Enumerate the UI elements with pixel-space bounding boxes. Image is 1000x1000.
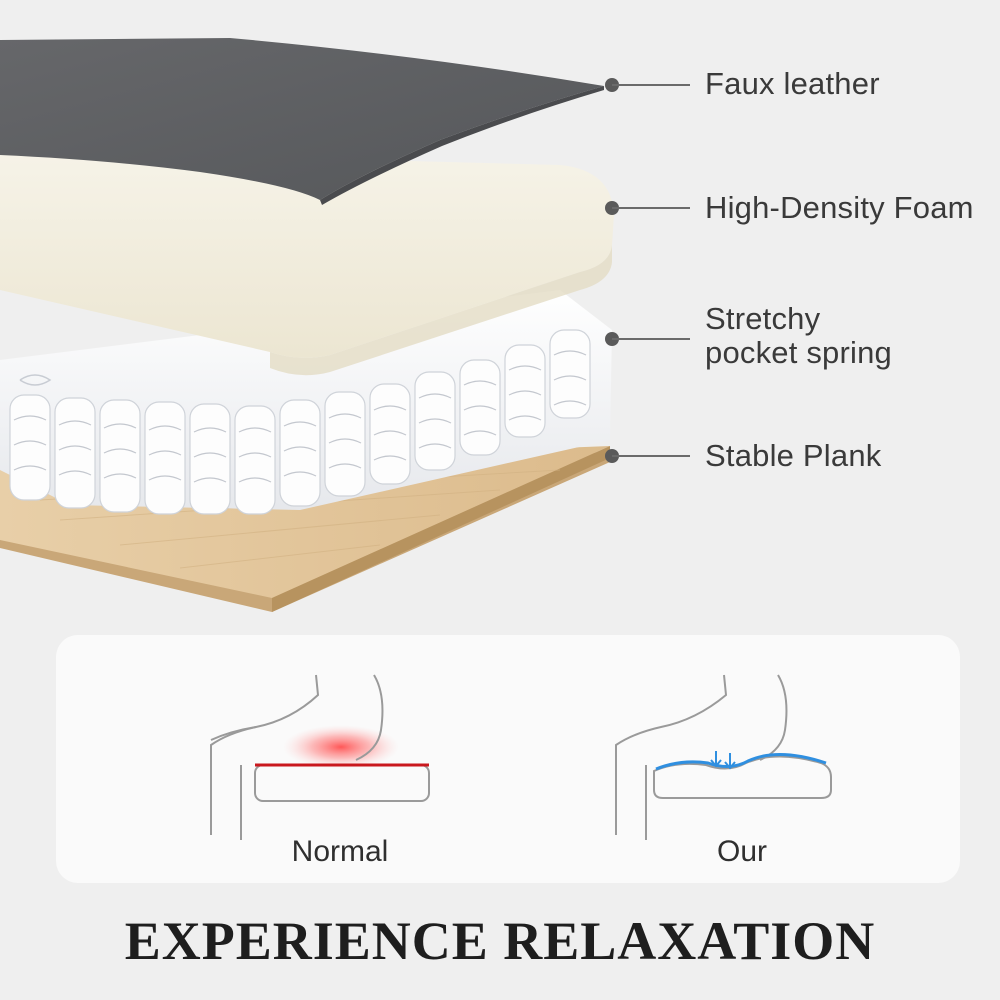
headline: EXPERIENCE RELAXATION xyxy=(124,911,876,971)
pocket-spring-layer xyxy=(0,290,612,515)
label-foam: High-Density Foam xyxy=(705,190,974,225)
high-density-foam-layer xyxy=(0,150,614,376)
support-arrows-icon xyxy=(710,751,736,770)
comparison-panel: Normal Our xyxy=(56,635,960,883)
label-spring-line2: pocket spring xyxy=(705,335,892,370)
label-plank: Stable Plank xyxy=(705,438,882,473)
callout-foam xyxy=(0,201,1000,215)
callout-spring xyxy=(0,332,1000,346)
callout-faux-leather xyxy=(0,78,1000,92)
callout-plank xyxy=(0,449,1000,463)
normal-seat-figure xyxy=(210,674,430,840)
our-label: Our xyxy=(716,835,767,868)
callout-line xyxy=(612,338,690,340)
label-faux-leather: Faux leather xyxy=(705,66,880,101)
faux-leather-layer xyxy=(0,38,604,205)
normal-label: Normal xyxy=(291,835,389,868)
comparison-illustration xyxy=(210,674,832,840)
callout-line xyxy=(612,207,690,209)
pressure-heat-icon xyxy=(283,725,399,769)
callout-line xyxy=(612,455,690,457)
callout-line xyxy=(612,84,690,86)
our-seat-figure xyxy=(615,674,832,840)
label-spring-line1: Stretchy xyxy=(705,301,821,336)
